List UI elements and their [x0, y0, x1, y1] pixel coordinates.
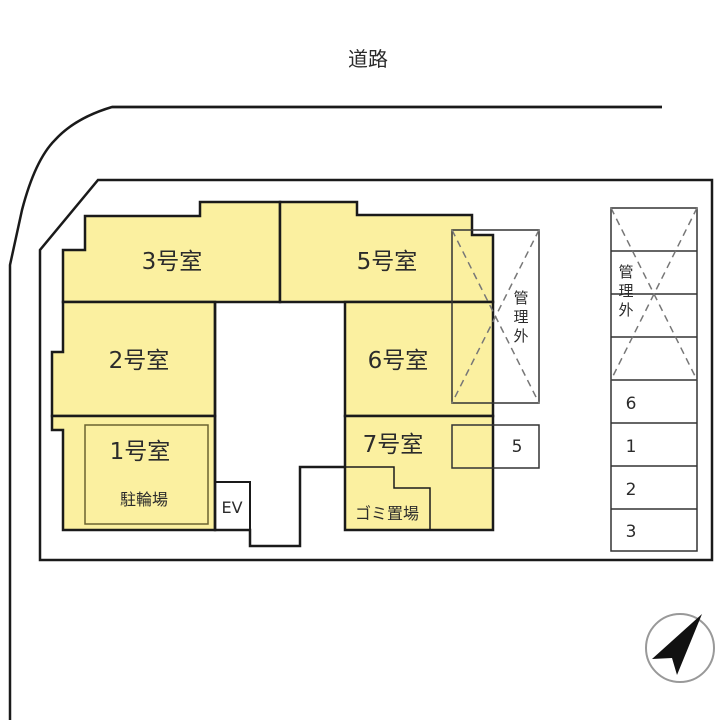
parking-slot-3-label: 3 [626, 522, 637, 542]
bicycle-parking-label: 駐輪場 [120, 490, 168, 509]
room-3-label: 3号室 [142, 249, 203, 275]
out-of-management-char-3: 外 [513, 327, 528, 345]
parking-out-of-management-char-2: 理 [618, 282, 633, 300]
north-arrow-icon [645, 613, 715, 683]
out-of-management-char-2: 理 [513, 308, 528, 326]
room-7-label: 7号室 [363, 432, 424, 458]
room-5-label: 5号室 [357, 249, 418, 275]
room-1-label: 1号室 [110, 439, 171, 465]
elevator-box [215, 481, 251, 530]
out-of-management-area [451, 229, 540, 404]
elevator-label: EV [221, 498, 242, 517]
corridor-outline [213, 302, 345, 548]
parking-slot-5-box [451, 424, 540, 469]
room-7-area [343, 414, 495, 532]
lot-boundary [38, 178, 714, 562]
road-label: 道路 [348, 47, 388, 71]
garbage-area-label: ゴミ置場 [355, 504, 419, 523]
room-6-label: 6号室 [368, 348, 429, 374]
garbage-area [345, 466, 431, 530]
parking-slot-5-label: 5 [512, 437, 523, 457]
parking-slot-1-label: 1 [626, 437, 637, 457]
room-2-label: 2号室 [109, 348, 170, 374]
parking-slot-2-label: 2 [626, 480, 637, 500]
parking-out-of-management-char-1: 管 [618, 263, 633, 281]
parking-slot-6-label: 6 [626, 394, 637, 414]
bicycle-parking-area [84, 424, 209, 525]
road-edge [8, 105, 662, 720]
parking-out-of-management-char-3: 外 [618, 301, 633, 319]
out-of-management-char-1: 管 [513, 289, 528, 307]
